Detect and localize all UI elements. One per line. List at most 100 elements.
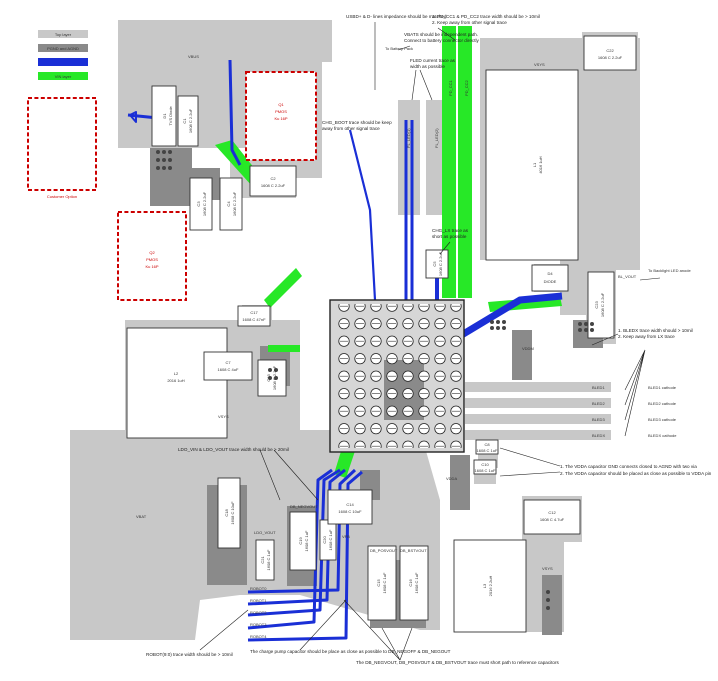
c10-value: 1608 C 1uF: [475, 468, 496, 473]
note-vdda-2: 2. The VDDA capacitor should be placed a…: [560, 471, 712, 476]
note-robot: ROBOT(9:0) trace width should be > 10mil: [146, 652, 233, 657]
c18-value: 1608 C 10uF: [230, 501, 235, 525]
legend-label-green: VIN layer: [55, 74, 72, 79]
c23-value: 1608 C 2.2uF: [600, 292, 605, 317]
note-pd-cc-2: 2. Keep away from other signal trace: [432, 20, 507, 25]
q1-ref: Q1: [278, 102, 284, 107]
l1-value: 4016 1uH: [538, 156, 543, 173]
net-bled2: BLED2: [592, 401, 605, 406]
q1-package: Ku 16P: [274, 116, 287, 121]
q2-package: Ku 16P: [145, 264, 158, 269]
via-clusters: [156, 150, 594, 610]
note-vdda-1: 1. The VDDA capacitor GND connects close…: [560, 464, 697, 469]
c20-value: 1608 C 1uF: [328, 529, 333, 550]
customer-option-label: Customer Option: [47, 194, 77, 199]
net-vsys-bot: VSYS: [542, 566, 553, 571]
c21-ref: C21: [260, 556, 265, 564]
note-chglx-1: CHG_LX trace as: [432, 228, 469, 233]
q2-ref: Q2: [149, 250, 155, 255]
q2-type: PMOS: [146, 257, 158, 262]
net-pd-cc1: PD_CC1: [448, 79, 453, 96]
c22-value: 1608 C 2.2uF: [598, 55, 623, 60]
c1-ref: C1: [182, 118, 187, 124]
c5-value: 1608 C 2.2uF: [438, 251, 443, 276]
c21-value: 1608 C 1uF: [266, 549, 271, 570]
net-to-battery: To Battery Pack: [385, 46, 413, 51]
c2-value: 1608 C 2.2uF: [261, 183, 286, 188]
c14-ref: C14: [346, 502, 354, 507]
l3-ref: L3: [482, 583, 487, 588]
net-db-negvout: DB_NEGVOUT: [290, 504, 318, 509]
note-charge-pump: The charge pump capacitor should be plac…: [250, 649, 451, 654]
c13-value: 1608 C 2.2uF: [272, 365, 277, 390]
robot-3: ROBOT3: [250, 622, 267, 627]
c17-value: 1608 C 47nF: [242, 317, 266, 322]
c16-value: 1608 C 1uF: [414, 572, 419, 593]
l3-value: 2016 2.2uH: [488, 576, 493, 597]
c10-ref: C10: [481, 462, 489, 467]
c1-value: 1608 C 2.2uF: [188, 108, 193, 133]
customer-option-outlines: [27, 71, 317, 301]
c12-ref: C12: [548, 510, 556, 515]
net-pd-cc2: PD_CC2: [464, 79, 469, 96]
l1-ref: L1: [532, 162, 537, 167]
net-bl-vout: BL_VOUT: [618, 274, 637, 279]
note-fled-2: width as possible: [410, 64, 445, 69]
c3-ref: C3: [196, 201, 201, 207]
component-labels: D1 TVS Diode C1 1608 C 2.2uF Q1 PMOS Ku …: [145, 48, 622, 596]
c3-value: 1608 C 2.2uF: [202, 191, 207, 216]
c12-value: 1608 C 4.7uF: [540, 517, 565, 522]
note-pd-cc-1: 1. PD_CC1 & PD_CC2 trace width should be…: [432, 14, 540, 19]
c20-ref: C20: [322, 536, 327, 544]
c14-value: 1608 C 10uF: [338, 509, 362, 514]
c8-value: 1608 C 1uF: [477, 448, 498, 453]
net-fl-led2: FL_LED(2): [434, 128, 439, 148]
bled-traces: [465, 382, 611, 440]
net-vdda: VDDA: [446, 476, 457, 481]
ic-package: [329, 299, 465, 453]
net-bledx-cathode: BLEDX cathode: [648, 433, 677, 438]
legend-label-ground: PGND and AGND: [47, 46, 79, 51]
net-bled1-cathode: BLED1 cathode: [648, 385, 677, 390]
net-bled2-cathode: BLED2 cathode: [648, 401, 677, 406]
annotation-notes: USBD+ & D- lines impedance should be mat…: [146, 14, 712, 665]
robot-1: ROBOT1: [250, 598, 267, 603]
net-bledx: BLEDX: [592, 433, 605, 438]
net-db-bstvout: DB_BSTVOUT: [400, 548, 427, 553]
c7-ref: C7: [225, 360, 231, 365]
c15-ref: C15: [376, 579, 381, 587]
net-vsys-top: VSYS: [534, 62, 545, 67]
net-bled3: BLED3: [592, 417, 605, 422]
note-fled-1: FLED current trace as: [410, 58, 456, 63]
c8-ref: C8: [484, 442, 490, 447]
c2-ref: C2: [270, 176, 276, 181]
note-usb: USBD+ & D- lines impedance should be mat…: [346, 14, 447, 19]
robot-labels: ROBOT0 ROBOT1 ROBOT2 ROBOT3 ROBOT4: [250, 586, 267, 639]
c16-ref: C16: [408, 579, 413, 587]
d1-value: TVS Diode: [168, 106, 173, 126]
net-db-posvout: DB_POSVOUT: [370, 548, 398, 553]
leader-lines: [199, 22, 661, 661]
q1-type: PMOS: [275, 109, 287, 114]
note-db-trace: The DB_NEGVOUT, DB_POSVOUT & DB_BSTVOUT …: [356, 660, 559, 665]
note-ldo: LDO_VIN & LDO_VOUT trace width should be…: [178, 447, 289, 452]
net-to-backlight: To Backlight LED anode: [648, 268, 691, 273]
net-vbus: VBUS: [188, 54, 199, 59]
net-fl-led1: FL_LED(1): [406, 128, 411, 148]
c4-ref: C4: [226, 201, 231, 207]
c19-ref: C19: [298, 537, 303, 545]
d4-ref: D4: [547, 271, 553, 276]
via-cluster-mid-left: [268, 368, 278, 380]
net-labels: VBUS VSYS VSYS VSYS VBAT BL_VOUT To Back…: [136, 46, 691, 571]
note-bled-2: 2. Keep away from LX trace: [618, 334, 675, 339]
note-vbat-1: VBATS should be independent path.: [404, 32, 478, 37]
robot-4: ROBOT4: [250, 634, 267, 639]
d4-value: DIODE: [544, 279, 557, 284]
via-cluster-right: [490, 320, 594, 610]
c7-value: 1608 C 4uF: [218, 367, 239, 372]
note-vbat-2: Connect to battery connector directly: [404, 38, 480, 43]
c18-ref: C18: [224, 509, 229, 517]
c19-value: 1608 C 1uF: [304, 530, 309, 551]
c13-ref: C13: [266, 374, 271, 382]
